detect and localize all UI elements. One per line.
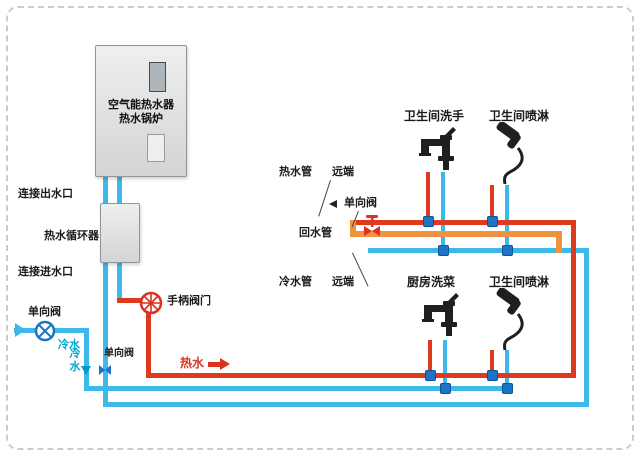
cold-bottom-pipe: [84, 386, 510, 391]
pipe-fitting: [440, 383, 451, 394]
handwheel-valve-icon: [139, 291, 163, 315]
outlet-port-label: 连接出水口: [18, 188, 73, 200]
small-check-valve-icon: [99, 365, 111, 375]
faucet-icon: [419, 127, 456, 170]
pipe-fitting: [487, 216, 498, 227]
hot-pipe-far-end-label: 远端: [332, 166, 354, 178]
check-valve-mid-label: 单向阀: [104, 348, 134, 359]
return-right-elbow: [556, 231, 562, 253]
circulator-label: 热水循环器: [44, 230, 99, 242]
hot-bottom-pipe: [146, 373, 576, 378]
faucet-icon: [422, 293, 459, 336]
cold-flow-arrow-icon: [15, 323, 26, 337]
cold-top-pipe: [368, 248, 589, 253]
cold-down-arrow-icon: [81, 366, 91, 375]
hot-pipe-label: 热水管: [279, 166, 312, 178]
shower-icon: [496, 288, 524, 351]
return-pipe-label: 回水管: [299, 227, 332, 239]
heater-label-line2: 热水锅炉: [119, 113, 163, 125]
cold-pipe-far-end-label: 远端: [332, 276, 354, 288]
pipe-fitting: [487, 370, 498, 381]
pipe-fitting: [438, 245, 449, 256]
heater-display: [149, 62, 166, 92]
fixture-sink-label: 卫生间洗手: [404, 109, 465, 123]
fixture-shower-bottom-label: 卫生间喷淋: [489, 275, 550, 289]
valve-jumper-pipe: [117, 298, 150, 303]
handle-valve-label: 手柄阀门: [167, 295, 211, 307]
fixture-kitchen-label: 厨房洗菜: [407, 275, 456, 289]
pipe-fitting: [423, 216, 434, 227]
hot-water-circulator: [100, 203, 140, 263]
check-valve-left-label: 单向阀: [28, 306, 61, 318]
hot-water-label: 热水: [180, 356, 205, 370]
check-valve-icon: [34, 320, 56, 342]
gate-valve-icon: [364, 215, 380, 236]
cold-pipe-label: 冷水管: [279, 276, 312, 288]
return-u-turn: [350, 220, 356, 237]
shower-top-cold-stub: [505, 185, 509, 250]
shower-bottom-hot-stub: [490, 350, 494, 375]
hot-valve-riser: [146, 300, 151, 377]
pipe-fitting: [425, 370, 436, 381]
shower-top-hot-stub: [490, 185, 494, 222]
shower-bottom-cold-stub: [505, 350, 509, 388]
heater-label-line1: 空气能热水器: [108, 99, 174, 111]
kitchen-cold-stub: [443, 340, 447, 388]
hot-flow-arrow-icon: [220, 358, 230, 370]
sink-cold-stub: [441, 172, 445, 250]
pipe-fitting: [502, 383, 513, 394]
pipe-fitting: [502, 245, 513, 256]
cold-outer-bottom-pipe: [103, 402, 589, 407]
hot-flow-arrow-shaft: [208, 362, 220, 367]
inlet-port-label: 连接进水口: [18, 266, 73, 278]
dashed-border: [6, 6, 634, 450]
shower-icon: [496, 122, 524, 185]
hot-top-pipe: [350, 220, 576, 225]
check-valve-arrow-icon: [329, 200, 337, 208]
cold-left-riser: [84, 328, 89, 391]
cold-right-riser: [584, 248, 589, 407]
heater-outlet-pipe: [103, 175, 108, 407]
cold-water-label: 冷水: [58, 339, 80, 351]
sink-hot-stub: [426, 172, 430, 222]
heater-panel: [147, 134, 165, 162]
heat-pump-water-heater: 空气能热水器 热水锅炉: [95, 45, 187, 177]
kitchen-hot-stub: [428, 340, 432, 375]
check-valve-top-label: 单向阀: [344, 197, 377, 209]
fixture-shower-top-label: 卫生间喷淋: [489, 109, 550, 123]
return-pipe: [350, 231, 562, 237]
cold-water-vertical-label: 冷水: [69, 348, 81, 373]
hot-right-riser: [571, 220, 576, 377]
